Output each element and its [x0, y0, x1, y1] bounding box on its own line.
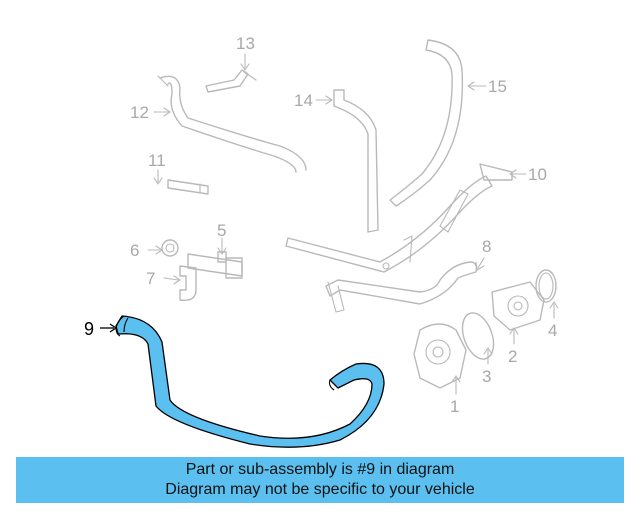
leader-4: 4 [548, 301, 559, 340]
part-8-hose [325, 235, 478, 313]
caption-line-1: Part or sub-assembly is #9 in diagram [185, 461, 455, 478]
leader-15: 15 [467, 77, 507, 96]
leader-10: 10 [509, 165, 547, 184]
leader-3: 3 [482, 347, 493, 386]
label-12: 12 [130, 103, 149, 122]
part-10-pipe [285, 163, 513, 273]
label-1: 1 [450, 397, 459, 416]
part-7-hose [179, 265, 197, 301]
leader-14: 14 [294, 91, 333, 110]
label-3: 3 [482, 367, 491, 386]
label-10: 10 [528, 165, 547, 184]
label-8: 8 [482, 237, 491, 256]
label-14: 14 [294, 91, 313, 110]
part-13-pipe [205, 69, 257, 93]
label-4: 4 [548, 321, 557, 340]
label-9: 9 [84, 319, 94, 339]
part-3-gasket [461, 312, 495, 360]
leader-2: 2 [508, 327, 519, 366]
label-2: 2 [508, 347, 517, 366]
label-13: 13 [236, 34, 255, 53]
label-15: 15 [488, 77, 507, 96]
label-5: 5 [217, 221, 226, 240]
leader-7: 7 [146, 269, 181, 288]
leader-11: 11 [148, 151, 166, 185]
part-15-pipe [389, 39, 464, 207]
label-11: 11 [148, 151, 166, 170]
part-12-hose [157, 75, 307, 173]
part-2-pump [491, 281, 545, 331]
part-9-hose[interactable] [115, 315, 385, 448]
part-14-hose [333, 89, 379, 233]
part-11-tube [167, 179, 209, 195]
label-7: 7 [146, 269, 155, 288]
part-4-oring [535, 269, 557, 303]
leader-9: 9 [84, 319, 118, 339]
part-1-housing [413, 323, 467, 389]
caption-banner: Part or sub-assembly is #9 in diagram Di… [16, 457, 624, 503]
caption-line-2: Diagram may not be specific to your vehi… [165, 481, 475, 498]
leader-12: 12 [130, 103, 171, 122]
leader-5: 5 [217, 221, 227, 255]
leader-6: 6 [130, 241, 163, 260]
label-6: 6 [130, 241, 139, 260]
leader-1: 1 [450, 375, 461, 416]
leader-8: 8 [475, 237, 491, 271]
leader-13: 13 [236, 34, 255, 71]
part-6-clip [161, 239, 179, 257]
